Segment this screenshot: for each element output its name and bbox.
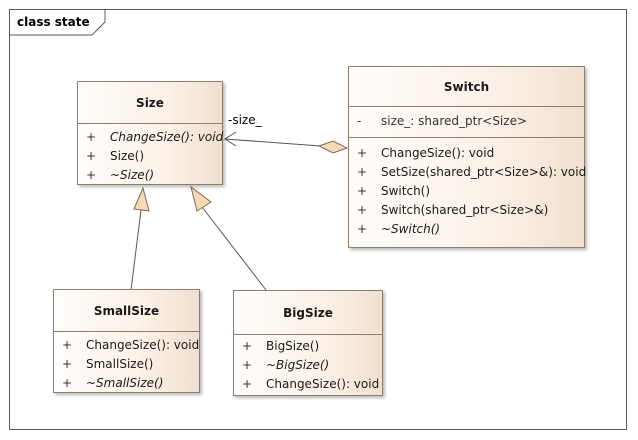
class-switch[interactable]: Switch - size_: shared_ptr<Size> + ChangeS… xyxy=(348,66,587,248)
visibility-marker: + xyxy=(62,357,73,371)
operation-row[interactable]: + ~Switch() xyxy=(349,220,584,239)
operation-row[interactable]: + ChangeSize(): void xyxy=(54,336,199,355)
visibility-marker: + xyxy=(62,376,73,390)
operations-list: + ChangeSize(): void + Size() + ~Size() xyxy=(78,124,224,185)
operations-list: + BigSize() + ~BigSize() + ChangeSize(): void xyxy=(234,335,382,394)
operation-signature: SetSize(shared_ptr<Size>&): void xyxy=(381,165,587,179)
operation-row[interactable]: + ~BigSize() xyxy=(234,356,382,375)
visibility-marker: + xyxy=(357,222,368,236)
operation-row[interactable]: + ChangeSize(): void xyxy=(78,128,224,147)
operation-signature: ChangeSize(): void xyxy=(381,146,495,160)
operation-signature: SmallSize() xyxy=(86,357,154,371)
visibility-marker: + xyxy=(62,338,73,352)
visibility-marker: + xyxy=(86,168,97,182)
frame-label: class state xyxy=(17,15,90,29)
operation-signature: ChangeSize(): void xyxy=(266,377,380,391)
visibility-marker: + xyxy=(242,377,253,391)
operations-list: + ChangeSize(): void + SetSize(shared_ptr<S… xyxy=(349,138,587,239)
operation-signature: ChangeSize(): void xyxy=(110,130,224,144)
operation-row[interactable]: + SetSize(shared_ptr<Size>&): void xyxy=(349,163,587,182)
class-bigsize[interactable]: BigSize + BigSize() + ~BigSize() + ChangeSize… xyxy=(233,290,383,396)
class-name: Size xyxy=(78,82,222,124)
visibility-marker: + xyxy=(242,358,253,372)
operation-signature: Switch(shared_ptr<Size>&) xyxy=(381,203,549,217)
visibility-marker: + xyxy=(357,165,368,179)
operation-row[interactable]: + Switch() xyxy=(349,182,584,201)
aggregation-role-label: -size_ xyxy=(228,113,262,127)
operation-row[interactable]: + BigSize() xyxy=(234,337,382,356)
operation-row[interactable]: + Switch(shared_ptr<Size>&) xyxy=(349,201,584,220)
operation-signature: BigSize() xyxy=(266,339,320,353)
class-size[interactable]: Size + ChangeSize(): void + Size() + ~Size() xyxy=(77,81,223,185)
visibility-marker: + xyxy=(242,339,253,353)
generalization-bigsize-arrowhead xyxy=(190,185,212,212)
visibility-marker: + xyxy=(86,130,97,144)
generalization-smallsize-line[interactable] xyxy=(130,209,142,291)
operation-signature: ~Size() xyxy=(110,168,155,182)
visibility-marker: + xyxy=(357,203,368,217)
operation-row[interactable]: + ~Size() xyxy=(78,166,222,185)
attribute-row[interactable]: - size_: shared_ptr<Size> xyxy=(349,112,584,131)
operation-signature: Size() xyxy=(110,149,144,163)
operation-row[interactable]: + ~SmallSize() xyxy=(54,374,199,393)
attributes-list: - size_: shared_ptr<Size> xyxy=(349,107,584,138)
class-name: SmallSize xyxy=(54,290,199,332)
visibility-marker: - xyxy=(357,114,362,128)
visibility-marker: + xyxy=(357,146,368,160)
generalization-bigsize-line[interactable] xyxy=(201,206,267,291)
generalization-smallsize-arrowhead xyxy=(133,186,150,212)
operation-signature: ~SmallSize() xyxy=(86,376,164,390)
operation-row[interactable]: + SmallSize() xyxy=(54,355,199,374)
class-smallsize[interactable]: SmallSize + ChangeSize(): void + SmallSize(… xyxy=(53,289,200,393)
operation-signature: Switch() xyxy=(381,184,431,198)
class-name: BigSize xyxy=(234,291,382,335)
operation-signature: ~Switch() xyxy=(381,222,441,236)
aggregation-open-arrowhead xyxy=(224,131,237,147)
operation-signature: ChangeSize(): void xyxy=(86,338,200,352)
visibility-marker: + xyxy=(86,149,97,163)
frame-tab-outline xyxy=(9,9,106,36)
visibility-marker: + xyxy=(357,184,368,198)
aggregation-diamond xyxy=(317,140,349,154)
operation-signature: ~BigSize() xyxy=(266,358,330,372)
operation-row[interactable]: + ChangeSize(): void xyxy=(349,144,584,163)
class-name: Switch xyxy=(349,67,584,107)
operations-list: + ChangeSize(): void + SmallSize() + ~SmallSi… xyxy=(54,332,199,393)
attribute-signature: size_: shared_ptr<Size> xyxy=(381,114,528,128)
operation-row[interactable]: + ChangeSize(): void xyxy=(234,375,382,394)
operation-row[interactable]: + Size() xyxy=(78,147,222,166)
aggregation-line[interactable] xyxy=(224,138,322,147)
